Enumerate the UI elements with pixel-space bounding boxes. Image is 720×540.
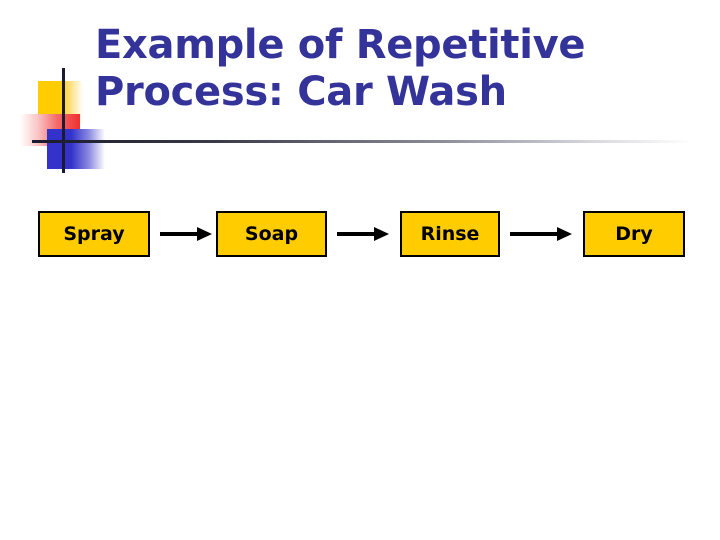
arrow-spray-to-soap — [160, 227, 212, 241]
title-divider — [32, 140, 692, 143]
arrow-soap-to-rinse — [337, 227, 389, 241]
process-step-label: Spray — [63, 222, 125, 245]
process-step-label: Dry — [615, 222, 653, 245]
process-step-box[interactable]: Dry — [583, 211, 685, 257]
page-title: Example of Repetitive Process: Car Wash — [95, 22, 655, 116]
vertical-rule — [62, 68, 65, 173]
process-step-label: Soap — [244, 222, 299, 245]
page-title-line-1: Example of Repetitive — [95, 22, 586, 68]
blue-square-icon — [47, 129, 105, 169]
process-step-box[interactable]: Rinse — [400, 211, 500, 257]
corner-motif-decoration — [20, 68, 140, 173]
process-step-box[interactable]: Soap — [216, 211, 327, 257]
page-title-line-2: Process: Car Wash — [95, 69, 507, 115]
arrow-rinse-to-dry — [510, 227, 572, 241]
process-flow-diagram: Spray Soap Rinse Dry — [0, 211, 720, 261]
process-step-box[interactable]: Spray — [38, 211, 150, 257]
process-step-label: Rinse — [420, 222, 480, 245]
